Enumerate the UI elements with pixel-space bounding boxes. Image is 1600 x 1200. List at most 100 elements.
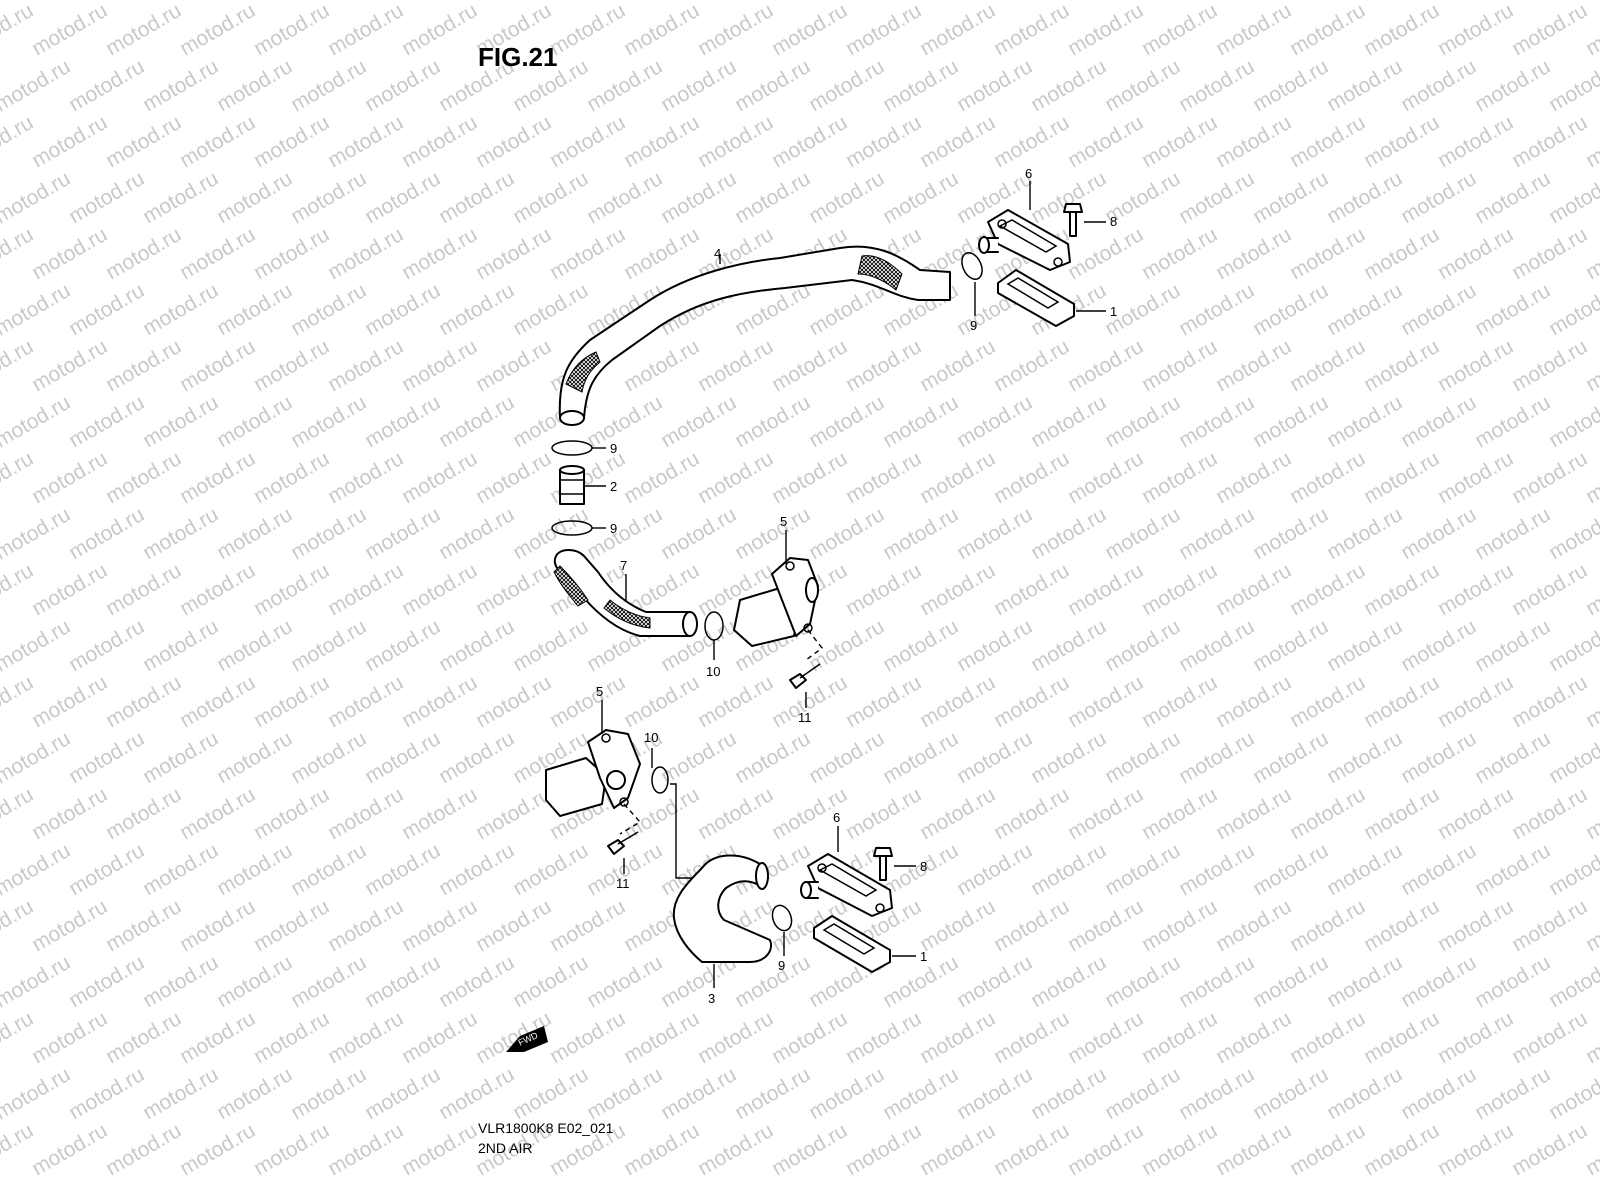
watermark-text: motod.ru [213,167,296,228]
watermark-text: motod.ru [657,167,740,228]
watermark-text: motod.ru [1249,951,1332,1012]
watermark-text: motod.ru [139,951,222,1012]
watermark-text: motod.ru [1249,839,1332,900]
watermark-text: motod.ru [990,559,1073,620]
watermark-text: motod.ru [176,671,259,732]
watermark-text: motod.ru [250,1007,333,1068]
watermark-text: motod.ru [1212,335,1295,396]
watermark-text: motod.ru [1323,951,1406,1012]
watermark-text: motod.ru [1434,111,1517,172]
watermark-text: motod.ru [1397,0,1480,4]
watermark-text: motod.ru [879,503,962,564]
watermark-text: motod.ru [916,671,999,732]
watermark-text: motod.ru [28,1119,111,1180]
callout-part-9-lower: 9 [778,958,785,973]
watermark-text: motod.ru [0,167,74,228]
watermark-text: motod.ru [620,1007,703,1068]
watermark-text: motod.ru [694,0,777,60]
watermark-text: motod.ru [361,727,444,788]
watermark-text: motod.ru [583,503,666,564]
watermark-text: motod.ru [1101,1063,1184,1124]
watermark-text: motod.ru [0,279,74,340]
watermark-text: motod.ru [250,335,333,396]
watermark-text: motod.ru [28,447,111,508]
watermark-text: motod.ru [65,391,148,452]
watermark-text: motod.ru [1360,783,1443,844]
watermark-text: motod.ru [1323,1063,1406,1124]
watermark-text: motod.ru [250,783,333,844]
watermark-text: motod.ru [1397,951,1480,1012]
watermark-text: motod.ru [509,167,592,228]
watermark-text: motod.ru [65,279,148,340]
watermark-text: motod.ru [1323,503,1406,564]
watermark-text: motod.ru [694,447,777,508]
watermark-text: motod.ru [990,1119,1073,1180]
watermark-text: motod.ru [620,671,703,732]
watermark-text: motod.ru [1323,279,1406,340]
watermark-text: motod.ru [916,559,999,620]
watermark-text: motod.ru [65,727,148,788]
figure-code: VLR1800K8 E02_021 [478,1120,614,1136]
watermark-text: motod.ru [361,951,444,1012]
watermark-text: motod.ru [250,223,333,284]
callout-part-10-lower: 10 [644,730,658,745]
watermark-text: motod.ru [1101,391,1184,452]
watermark-text: motod.ru [28,895,111,956]
watermark-text: motod.ru [1101,615,1184,676]
watermark-text: motod.ru [583,951,666,1012]
watermark-text: motod.ru [139,839,222,900]
watermark-text: motod.ru [1027,0,1110,4]
watermark-text: motod.ru [768,0,851,60]
watermark-text: motod.ru [213,615,296,676]
watermark-text: motod.ru [1360,223,1443,284]
watermark-text: motod.ru [102,559,185,620]
watermark-text: motod.ru [250,559,333,620]
watermark-text: motod.ru [990,447,1073,508]
watermark-text: motod.ru [583,0,666,4]
watermark-text: motod.ru [287,167,370,228]
watermark-text: motod.ru [213,391,296,452]
watermark-text: motod.ru [176,335,259,396]
watermark-text: motod.ru [472,447,555,508]
watermark-text: motod.ru [1508,1007,1591,1068]
watermark-text: motod.ru [176,447,259,508]
watermark-text: motod.ru [768,335,851,396]
watermark-text: motod.ru [102,1119,185,1180]
watermark-text: motod.ru [1508,1119,1591,1180]
part-4-long-hose [558,245,951,426]
watermark-text: motod.ru [287,839,370,900]
watermark-text: motod.ru [287,55,370,116]
watermark-text: motod.ru [990,895,1073,956]
watermark-text: motod.ru [916,447,999,508]
watermark-text: motod.ru [768,111,851,172]
watermark-text: motod.ru [1397,167,1480,228]
watermark-text: motod.ru [65,1063,148,1124]
watermark-text: motod.ru [1471,503,1554,564]
watermark-text: motod.ru [953,839,1036,900]
watermark-text: motod.ru [842,783,925,844]
watermark-text: motod.ru [361,0,444,4]
watermark-text: motod.ru [176,1007,259,1068]
watermark-text: motod.ru [176,223,259,284]
watermark-text: motod.ru [324,1119,407,1180]
watermark-text: motod.ru [805,391,888,452]
watermark-text: motod.ru [1434,1007,1517,1068]
watermark-text: motod.ru [65,0,148,4]
watermark-text: motod.ru [287,0,370,4]
watermark-text: motod.ru [1545,391,1600,452]
watermark-text: motod.ru [1545,951,1600,1012]
part-6-lower-reed-cover [800,826,893,917]
callout-part-10-upper: 10 [706,664,720,679]
watermark-text: motod.ru [805,279,888,340]
watermark-text: motod.ru [324,335,407,396]
watermark-text: motod.ru [1471,1063,1554,1124]
watermark-text: motod.ru [398,0,481,60]
watermark-text: motod.ru [1027,615,1110,676]
part-10-o-ring-lower [651,748,700,879]
watermark-text: motod.ru [583,391,666,452]
watermark-text: motod.ru [398,111,481,172]
watermark-text: motod.ru [953,615,1036,676]
watermark-text: motod.ru [435,279,518,340]
watermark-text: motod.ru [0,1063,74,1124]
watermark-text: motod.ru [65,167,148,228]
